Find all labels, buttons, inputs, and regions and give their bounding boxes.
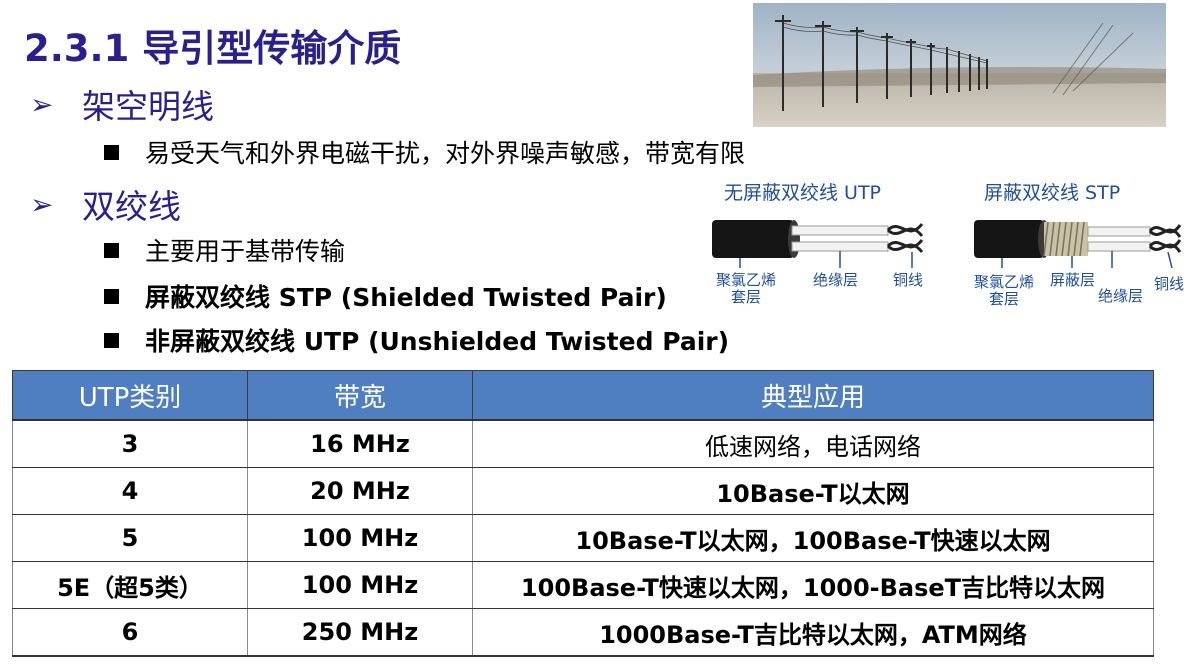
table-cell: 100 MHz [247, 514, 473, 562]
bullet-text: 主要用于基带传输 [145, 237, 346, 266]
square-bullet-icon [104, 332, 119, 348]
table-row: 6 250 MHz 1000Base-T吉比特以太网，ATM网络 [12, 608, 1154, 657]
table-cell: 4 [12, 467, 248, 515]
stp-cable-figure: 屏蔽双绞线 STP 聚氯乙烯 套层 屏蔽层 绝缘层 铜线 [962, 178, 1202, 318]
table-cell: 5 [12, 514, 248, 562]
stp-label-copper: 铜线 [1154, 275, 1185, 293]
utp-cable-figure: 无屏蔽双绞线 UTP 聚氯乙烯 套层 绝缘层 铜线 [700, 178, 950, 318]
table-row: 4 20 MHz 10Base-T以太网 [12, 467, 1154, 515]
table-row: 5 100 MHz 10Base-T以太网，100Base-T快速以太网 [12, 514, 1154, 562]
section-heading-twisted-pair: ➢ 双绞线 [30, 180, 181, 228]
table-header-row: UTP类别 带宽 典型应用 [12, 370, 1154, 421]
table-header-application: 典型应用 [472, 370, 1154, 421]
table-cell: 10Base-T以太网 [472, 467, 1154, 515]
stp-label-jacket: 聚氯乙烯 套层 [972, 274, 1036, 308]
overhead-lines-photo [753, 3, 1166, 127]
table-header-category: UTP类别 [12, 370, 248, 421]
arrow-bullet-icon: ➢ [30, 87, 54, 121]
utp-label-copper: 铜线 [893, 271, 924, 289]
utp-label-jacket: 聚氯乙烯 套层 [714, 272, 778, 306]
table-cell: 3 [12, 419, 248, 468]
arrow-bullet-icon: ➢ [30, 187, 54, 221]
utp-label-insulation: 绝缘层 [813, 271, 859, 289]
stp-label-insulation: 绝缘层 [1098, 287, 1144, 305]
slide-title: 2.3.1 导引型传输介质 [24, 27, 402, 70]
table-cell: 20 MHz [247, 467, 473, 515]
table-cell: 16 MHz [247, 419, 473, 468]
table-cell: 6 [12, 608, 248, 657]
table-cell: 100Base-T快速以太网，1000-BaseT吉比特以太网 [472, 561, 1154, 609]
bullet-item: 非屏蔽双绞线 UTP (Unshielded Twisted Pair) [104, 322, 729, 358]
square-bullet-icon [104, 288, 119, 304]
table-cell: 100 MHz [247, 561, 473, 609]
section-heading-text: 架空明线 [82, 87, 214, 126]
table-cell: 1000Base-T吉比特以太网，ATM网络 [472, 608, 1154, 657]
table-row: 3 16 MHz 低速网络，电话网络 [12, 419, 1154, 468]
square-bullet-icon [104, 144, 119, 160]
table-cell: 5E（超5类） [12, 561, 248, 609]
square-bullet-icon [104, 242, 119, 258]
table-row: 5E（超5类） 100 MHz 100Base-T快速以太网，1000-Base… [12, 561, 1154, 609]
bullet-item: 主要用于基带传输 [104, 232, 345, 268]
label-text: 聚氯乙烯 套层 [973, 273, 1034, 308]
stp-label-shield: 屏蔽层 [1050, 271, 1096, 289]
utp-figure-title: 无屏蔽双绞线 UTP [724, 182, 882, 204]
bullet-text: 易受天气和外界电磁干扰，对外界噪声敏感，带宽有限 [145, 139, 746, 168]
bullet-text: 屏蔽双绞线 STP (Shielded Twisted Pair) [145, 283, 667, 312]
table-cell: 低速网络，电话网络 [472, 419, 1154, 468]
table-cell: 250 MHz [247, 608, 473, 657]
table-header-bandwidth: 带宽 [247, 370, 473, 421]
section-heading-text: 双绞线 [82, 187, 181, 226]
bullet-text: 非屏蔽双绞线 UTP (Unshielded Twisted Pair) [145, 327, 730, 356]
utp-category-table: UTP类别 带宽 典型应用 3 16 MHz 低速网络，电话网络 4 20 MH… [12, 370, 1154, 657]
section-heading-overhead: ➢ 架空明线 [30, 80, 214, 128]
table-cell: 10Base-T以太网，100Base-T快速以太网 [472, 514, 1154, 562]
bullet-item: 易受天气和外界电磁干扰，对外界噪声敏感，带宽有限 [104, 134, 745, 170]
stp-figure-title: 屏蔽双绞线 STP [984, 182, 1121, 204]
label-text: 聚氯乙烯 套层 [715, 271, 776, 306]
bullet-item: 屏蔽双绞线 STP (Shielded Twisted Pair) [104, 278, 667, 314]
